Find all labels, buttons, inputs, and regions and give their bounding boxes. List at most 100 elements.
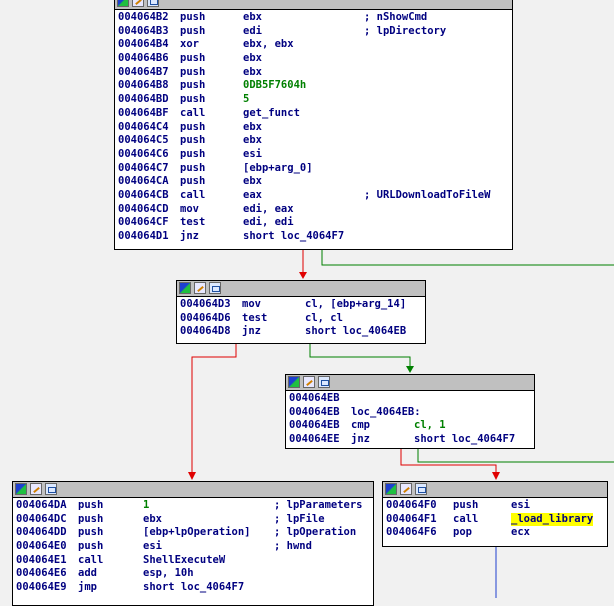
mnemonic[interactable]: mov bbox=[180, 202, 199, 215]
group-node-icon[interactable] bbox=[415, 483, 427, 495]
operand[interactable]: ebx bbox=[243, 11, 262, 23]
mnemonic[interactable]: push bbox=[180, 24, 206, 37]
graph-color-icon[interactable] bbox=[385, 483, 397, 495]
operand[interactable]: 5 bbox=[243, 93, 250, 106]
operand[interactable]: cl, 1 bbox=[414, 419, 446, 432]
mnemonic[interactable]: jmp bbox=[78, 581, 97, 594]
mnemonic[interactable]: pop bbox=[453, 526, 472, 539]
group-node-icon[interactable] bbox=[45, 483, 57, 495]
operand[interactable]: ebx bbox=[243, 65, 262, 78]
operand[interactable]: 0DB5F7604h bbox=[243, 79, 307, 92]
mnemonic[interactable]: jnz bbox=[180, 230, 199, 242]
operand[interactable]: ebx bbox=[243, 120, 262, 133]
operand[interactable]: 1 bbox=[143, 499, 150, 511]
mnemonic[interactable]: jnz bbox=[351, 433, 370, 446]
mnemonic[interactable]: mov bbox=[242, 298, 261, 310]
mnemonic[interactable]: push bbox=[180, 93, 206, 106]
mnemonic[interactable]: call bbox=[453, 512, 479, 525]
group-node-icon[interactable] bbox=[209, 282, 221, 294]
mnemonic[interactable]: loc_4064EB: bbox=[351, 405, 421, 418]
mnemonic[interactable]: call bbox=[180, 188, 206, 201]
edit-node-icon[interactable] bbox=[194, 282, 206, 294]
operand[interactable]: ebx, ebx bbox=[243, 38, 294, 51]
mnemonic[interactable]: push bbox=[180, 11, 206, 23]
operand[interactable]: ecx bbox=[511, 526, 530, 539]
mnemonic[interactable]: push bbox=[78, 512, 104, 525]
operand[interactable]: ebx bbox=[243, 175, 262, 188]
operand[interactable]: get_funct bbox=[243, 106, 300, 119]
operand[interactable]: esi bbox=[243, 147, 262, 160]
mnemonic[interactable]: push bbox=[180, 120, 206, 133]
mnemonic[interactable]: push bbox=[180, 79, 206, 92]
operand[interactable]: eax bbox=[243, 188, 262, 201]
operand[interactable]: cl, [ebp+arg_14] bbox=[305, 298, 407, 310]
operand[interactable]: ebx bbox=[243, 134, 262, 147]
operand[interactable]: edi, edi bbox=[243, 216, 294, 229]
operand[interactable]: short loc_4064F7 bbox=[414, 433, 516, 446]
edit-node-icon[interactable] bbox=[30, 483, 42, 495]
edit-node-icon[interactable] bbox=[400, 483, 412, 495]
mnemonic[interactable]: cmp bbox=[351, 419, 370, 432]
operand[interactable]: esi bbox=[143, 540, 162, 553]
graph-color-icon[interactable] bbox=[288, 376, 300, 388]
mnemonic[interactable]: jnz bbox=[242, 325, 261, 338]
operand[interactable]: [ebp+lpOperation] bbox=[143, 526, 251, 539]
operand[interactable]: short loc_4064EB bbox=[305, 325, 407, 338]
operand[interactable]: ShellExecuteW bbox=[143, 553, 226, 566]
graph-color-icon[interactable] bbox=[179, 282, 191, 294]
operand[interactable]: short loc_4064F7 bbox=[243, 230, 345, 242]
edit-node-icon[interactable] bbox=[303, 376, 315, 388]
edit-node-icon[interactable] bbox=[132, 0, 144, 7]
mnemonic[interactable]: call bbox=[78, 553, 104, 566]
mnemonic[interactable]: push bbox=[78, 540, 104, 553]
mnemonic[interactable]: push bbox=[180, 147, 206, 160]
mnemonic[interactable]: xor bbox=[180, 38, 199, 51]
mnemonic[interactable]: call bbox=[180, 106, 206, 119]
graph-color-icon[interactable] bbox=[117, 0, 129, 7]
mnemonic[interactable]: push bbox=[453, 499, 479, 511]
operand[interactable]: edi bbox=[243, 24, 262, 37]
mnemonic[interactable]: test bbox=[242, 311, 268, 324]
operand[interactable]: ebx bbox=[143, 512, 162, 525]
graph-color-icon[interactable] bbox=[15, 483, 27, 495]
mnemonic[interactable]: push bbox=[180, 161, 206, 174]
mnemonic[interactable]: push bbox=[180, 175, 206, 188]
group-node-icon[interactable] bbox=[147, 0, 159, 7]
group-node-icon[interactable] bbox=[318, 376, 330, 388]
operand[interactable]: esp, 10h bbox=[143, 567, 194, 580]
mnemonic[interactable]: push bbox=[78, 499, 104, 511]
